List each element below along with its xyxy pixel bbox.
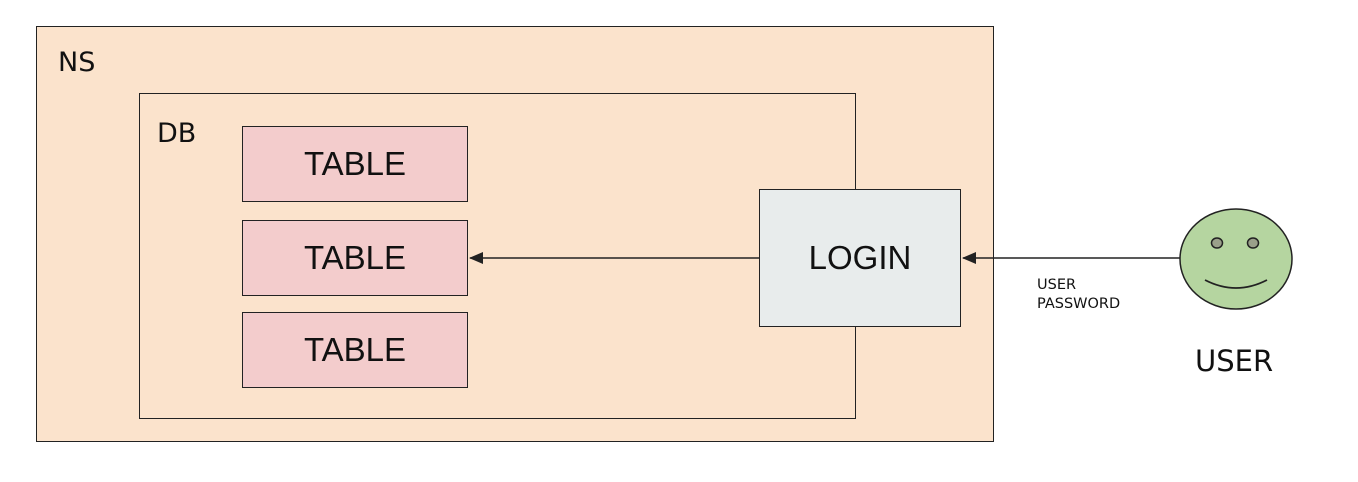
smiley-face-icon	[1179, 208, 1293, 310]
ns-label: NS	[58, 47, 96, 78]
table-box: TABLE	[242, 126, 468, 202]
login-box: LOGIN	[759, 189, 961, 327]
table-box: TABLE	[242, 220, 468, 296]
user-label: USER	[1195, 344, 1274, 378]
credentials-password-text: PASSWORD	[1037, 296, 1121, 312]
table-box: TABLE	[242, 312, 468, 388]
credentials-user-text: USER	[1037, 277, 1077, 293]
db-label: DB	[157, 118, 197, 149]
credentials-label: USER PASSWORD	[1037, 276, 1120, 314]
